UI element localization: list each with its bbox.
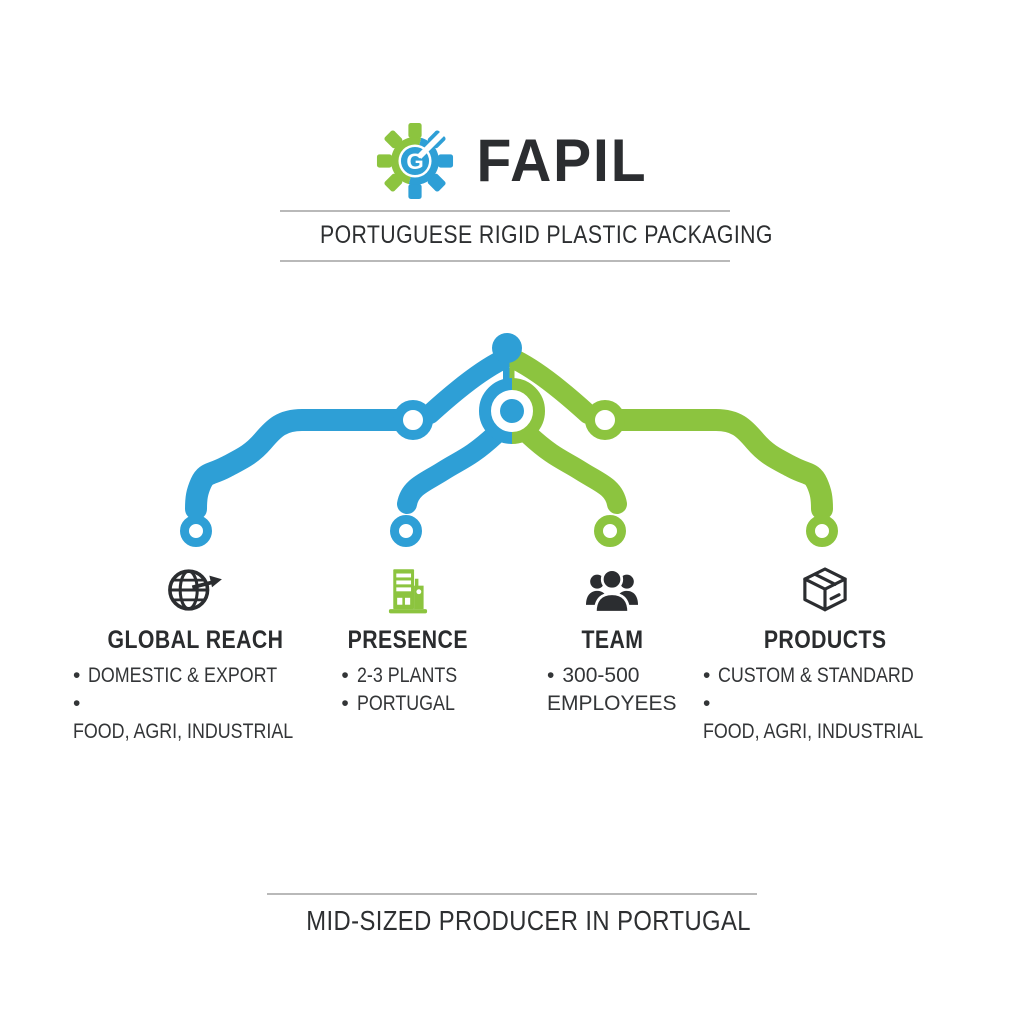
end-node-global-reach	[180, 515, 212, 547]
bullet-item: FOOD, AGRI, INDUSTRIAL	[703, 690, 962, 746]
bullet-item: 2-3 PLANTS	[341, 662, 474, 690]
team-people-icon	[586, 568, 638, 614]
header: G FAPIL	[0, 118, 1024, 204]
column-title: TEAM	[581, 626, 643, 654]
bullet-item: CUSTOM & STANDARD	[703, 662, 962, 690]
end-node-team	[594, 515, 626, 547]
bullet-item: DOMESTIC & EXPORT	[73, 662, 332, 690]
gear-g-arrow-icon: G	[376, 122, 454, 200]
top-node	[492, 333, 522, 363]
globe-export-arrow-icon	[168, 569, 222, 611]
tagline-box: PORTUGUESE RIGID PLASTIC PACKAGING	[280, 210, 772, 262]
package-box-icon	[803, 567, 847, 612]
end-node-presence	[390, 515, 422, 547]
end-node-products	[806, 515, 838, 547]
footer-caption: MID-SIZED PRODUCER IN PORTUGAL	[306, 905, 751, 936]
column-global-reach: GLOBAL REACH DOMESTIC & EXPORT FOOD, AGR…	[73, 562, 317, 746]
column-bullet-list: DOMESTIC & EXPORT FOOD, AGRI, INDUSTRIAL	[73, 662, 332, 746]
column-bullet-list: CUSTOM & STANDARD FOOD, AGRI, INDUSTRIAL	[703, 662, 962, 746]
tagline-text: PORTUGUESE RIGID PLASTIC PACKAGING	[319, 221, 773, 249]
bullet-item: PORTUGAL	[341, 690, 474, 718]
column-presence: PRESENCE 2-3 PLANTS PORTUGAL	[286, 562, 530, 718]
mid-node-right	[585, 400, 625, 440]
plant-building-icon	[388, 569, 428, 614]
column-products: PRODUCTS CUSTOM & STANDARD FOOD, AGRI, I…	[703, 562, 947, 746]
column-bullet-list: 300-500 EMPLOYEES	[547, 662, 677, 718]
column-title: PRESENCE	[347, 626, 469, 654]
column-bullet-list: 2-3 PLANTS PORTUGAL	[341, 662, 474, 718]
branch-flow-diagram	[180, 333, 838, 547]
hub-node	[500, 399, 524, 423]
mid-node-left	[393, 400, 433, 440]
column-team: TEAM 300-500 EMPLOYEES	[490, 562, 734, 718]
bullet-item: FOOD, AGRI, INDUSTRIAL	[73, 690, 332, 746]
column-title: GLOBAL REACH	[107, 626, 283, 654]
footer: MID-SIZED PRODUCER IN PORTUGAL	[267, 893, 757, 937]
brand-title: FAPIL	[476, 127, 648, 194]
column-title: PRODUCTS	[763, 626, 887, 654]
bullet-item: 300-500 EMPLOYEES	[547, 662, 677, 718]
